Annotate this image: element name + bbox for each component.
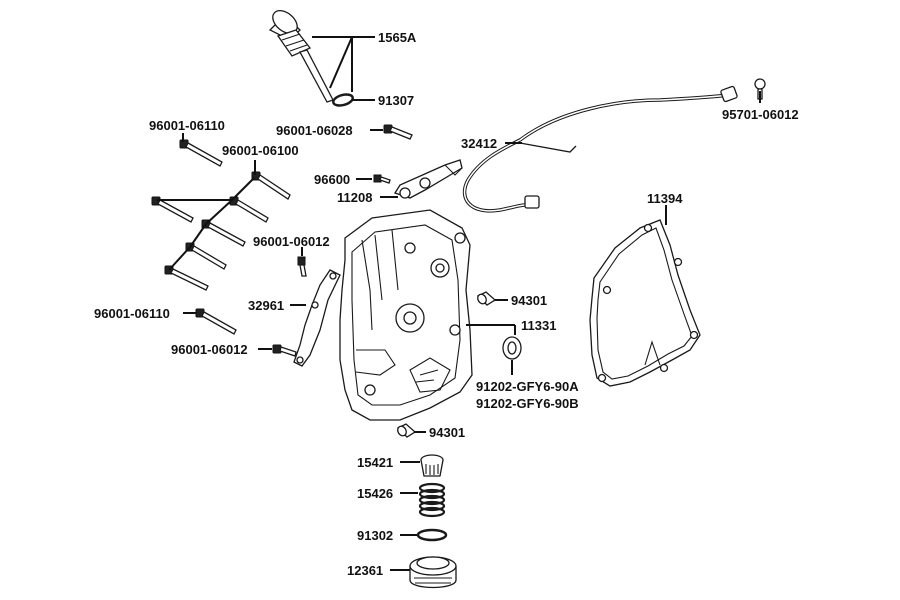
- label-91202-GFY6-90B: 91202-GFY6-90B: [476, 396, 579, 411]
- dipstick-part: [268, 10, 334, 103]
- bolt-96001-06012-a-part: [297, 256, 307, 277]
- label-94301-a: 94301: [511, 293, 547, 308]
- leader-96001-06100: [157, 160, 256, 271]
- seal-91202-part: [502, 336, 522, 360]
- bushing-94301-a-part: [476, 291, 497, 306]
- bushing-94301-b-part: [396, 423, 417, 438]
- label-96001-06012-b: 96001-06012: [171, 342, 248, 357]
- label-15426: 15426: [357, 486, 393, 501]
- gasket-11394-part: [589, 219, 701, 387]
- label-15421: 15421: [357, 455, 393, 470]
- screw-96600-part: [373, 174, 391, 184]
- spring-15426-part: [418, 482, 446, 518]
- label-32412: 32412: [461, 136, 497, 151]
- leader-1565A: [312, 36, 375, 101]
- bracket-32961-part: [293, 269, 341, 367]
- bolt-96001-06028-part: [383, 124, 413, 140]
- plug-12361-part: [409, 556, 457, 589]
- crankcase-cover-11331-part: [339, 209, 473, 421]
- label-11208: 11208: [337, 190, 372, 205]
- label-96001-06028: 96001-06028: [276, 123, 353, 138]
- label-91302: 91302: [357, 528, 393, 543]
- label-11331: 11331: [521, 318, 556, 333]
- plate-11208-part: [394, 159, 463, 199]
- label-96001-06012-a: 96001-06012: [253, 234, 330, 249]
- label-11394: 11394: [647, 191, 683, 206]
- label-32961: 32961: [248, 298, 284, 313]
- cable-32412-part: [462, 85, 738, 213]
- label-96001-06100: 96001-06100: [222, 143, 299, 158]
- label-96001-06110-bottom: 96001-06110: [94, 306, 170, 321]
- bolt-96001-06012-b-part: [272, 344, 297, 357]
- label-1565A: 1565A: [378, 30, 417, 45]
- label-94301-b: 94301: [429, 425, 465, 440]
- oring-91307-part: [332, 93, 354, 107]
- strainer-15421-part: [420, 454, 444, 477]
- label-96600: 96600: [314, 172, 350, 187]
- label-96001-06110-top: 96001-06110: [149, 118, 225, 133]
- label-95701-06012: 95701-06012: [722, 107, 799, 122]
- label-91307: 91307: [378, 93, 414, 108]
- label-91202-GFY6-90A: 91202-GFY6-90A: [476, 379, 579, 394]
- label-12361: 12361: [347, 563, 383, 578]
- oring-91302-part: [416, 528, 448, 542]
- leader-11331: [466, 324, 516, 335]
